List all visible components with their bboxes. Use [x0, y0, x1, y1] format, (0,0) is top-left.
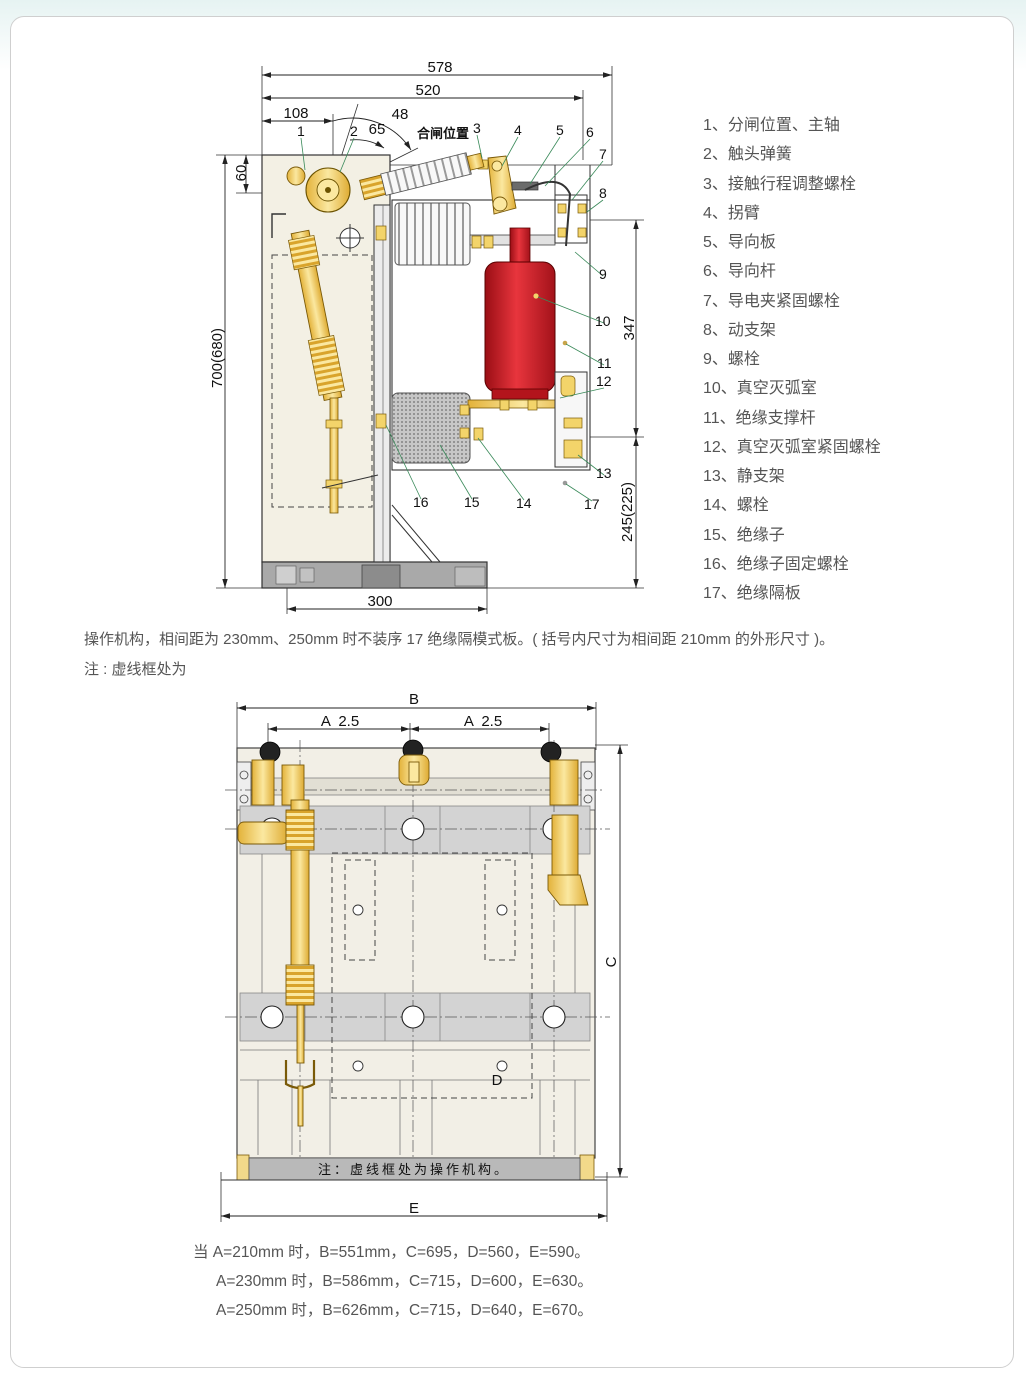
static-bracket [554, 340, 588, 486]
front-view-drawing: 注：虚线框处为操作机构。 B A 2.5 A 2.5 C D E [220, 691, 628, 1222]
callout-10: 10 [595, 313, 611, 329]
legend-item: 15、绝缘子 [703, 526, 785, 544]
callout-12: 12 [596, 373, 612, 389]
operating-mechanism-outline [331, 852, 533, 1099]
legend-item: 3、接触行程调整螺栓 [703, 175, 856, 193]
lower-pull-rod [321, 397, 379, 514]
legend-item: 4、拐臂 [703, 204, 760, 222]
callout-6: 6 [586, 124, 594, 140]
dim-shaft-offset: 108 [283, 105, 308, 122]
dim-B: B [409, 691, 419, 708]
left-phase-mechanism [237, 759, 316, 1127]
callout-14: 14 [516, 495, 532, 511]
guide-rod [524, 181, 572, 247]
front-bottom-note: 注：虚线框处为操作机构。 [318, 1162, 510, 1177]
legend-item: 12、真空灭弧室紧固螺栓 [703, 438, 881, 456]
dim-angle-65: 65 [369, 121, 386, 138]
note-line-2: 注 : 虚线框处为 [84, 661, 187, 678]
contact-spring [359, 152, 485, 201]
side-view-drawing: 578 520 108 48 65 60 700(680) 347 245(22… [209, 59, 644, 614]
parts-legend: 1、分闸位置、主轴 2、触头弹簧 3、接触行程调整螺栓 4、拐臂 5、导向板 6… [703, 111, 881, 608]
dim-angle-48: 48 [392, 106, 409, 123]
legend-item: 6、导向杆 [703, 263, 776, 281]
base-feet [236, 1154, 595, 1181]
legend-item: 16、绝缘子固定螺栓 [703, 555, 849, 573]
upper-insulator [394, 202, 471, 266]
dim-E: E [409, 1200, 419, 1217]
callout-8: 8 [599, 185, 607, 201]
legend-item: 10、真空灭弧室 [703, 380, 817, 398]
mechanism-dashed-frame [271, 254, 373, 508]
legend-item: 5、导向板 [703, 234, 776, 251]
dim-top-height: 60 [233, 165, 250, 182]
main-shaft [286, 166, 351, 213]
note-line-1: 操作机构，相间距为 230mm、250mm 时不装序 17 绝缘隔模式板。( 括… [84, 631, 835, 648]
dim-A-right: A 2.5 [464, 713, 502, 730]
cross-hole [336, 224, 364, 252]
vacuum-interrupter [484, 227, 556, 400]
size-line-3: A=250mm 时，B=626mm，C=715，D=640，E=670。 [216, 1302, 593, 1319]
dim-lower-height: 245(225) [619, 482, 636, 542]
callout-15: 15 [464, 494, 480, 510]
dim-total-height: 700(680) [209, 328, 226, 388]
callout-13: 13 [596, 465, 612, 481]
base-plate [261, 561, 488, 589]
legend-item: 9、螺栓 [703, 351, 760, 368]
callout-11: 11 [597, 355, 612, 371]
dimension-lines [222, 72, 639, 612]
front-dimension-lines [221, 705, 623, 1219]
size-line-1: 当 A=210mm 时，B=551mm，C=695，D=560，E=590。 [193, 1244, 590, 1261]
dim-overall-width: 578 [427, 59, 452, 76]
callout-4: 4 [514, 122, 522, 138]
legend-item: 14、螺栓 [703, 497, 769, 515]
callout-3: 3 [473, 120, 481, 136]
size-line-2: A=230mm 时，B=586mm，C=715，D=600，E=630。 [216, 1273, 593, 1290]
callout-leaders [300, 134, 605, 502]
support-channel [373, 204, 391, 563]
mounting-holes [352, 904, 508, 1072]
dim-C: C [603, 956, 620, 967]
legend-item: 1、分闸位置、主轴 [703, 117, 840, 134]
dim-frame-width: 520 [415, 82, 440, 99]
crank-pin [492, 196, 508, 212]
lower-insulator [391, 392, 471, 464]
side-handle [271, 213, 286, 238]
middle-phase-mechanism [398, 754, 430, 786]
legend-item: 2、触头弹簧 [703, 146, 792, 164]
legend-item: 13、静支架 [703, 468, 785, 485]
close-position-label: 合闸位置 [417, 126, 469, 141]
diagonal-brace [391, 504, 441, 563]
moving-bracket [554, 194, 588, 244]
callout-17: 17 [584, 496, 600, 512]
callout-9: 9 [599, 266, 607, 282]
callout-5: 5 [556, 122, 564, 138]
legend-item: 11、绝缘支撑杆 [703, 409, 816, 427]
dim-upper-height: 347 [621, 315, 638, 340]
callout-numbers: 1 2 3 4 5 6 7 8 9 10 11 12 13 14 15 16 1… [297, 120, 612, 512]
callout-7: 7 [599, 146, 607, 162]
callout-2: 2 [350, 123, 358, 139]
right-phase-mechanism [547, 759, 589, 906]
dim-D: D [492, 1072, 503, 1089]
legend-item: 17、绝缘隔板 [703, 585, 801, 602]
legend-item: 7、导电夹紧固螺栓 [703, 292, 840, 310]
callout-16: 16 [413, 494, 429, 510]
callout-1: 1 [297, 123, 305, 139]
legend-item: 8、动支架 [703, 321, 776, 339]
dim-base-width: 300 [367, 593, 392, 610]
dim-A-left: A 2.5 [321, 713, 359, 730]
